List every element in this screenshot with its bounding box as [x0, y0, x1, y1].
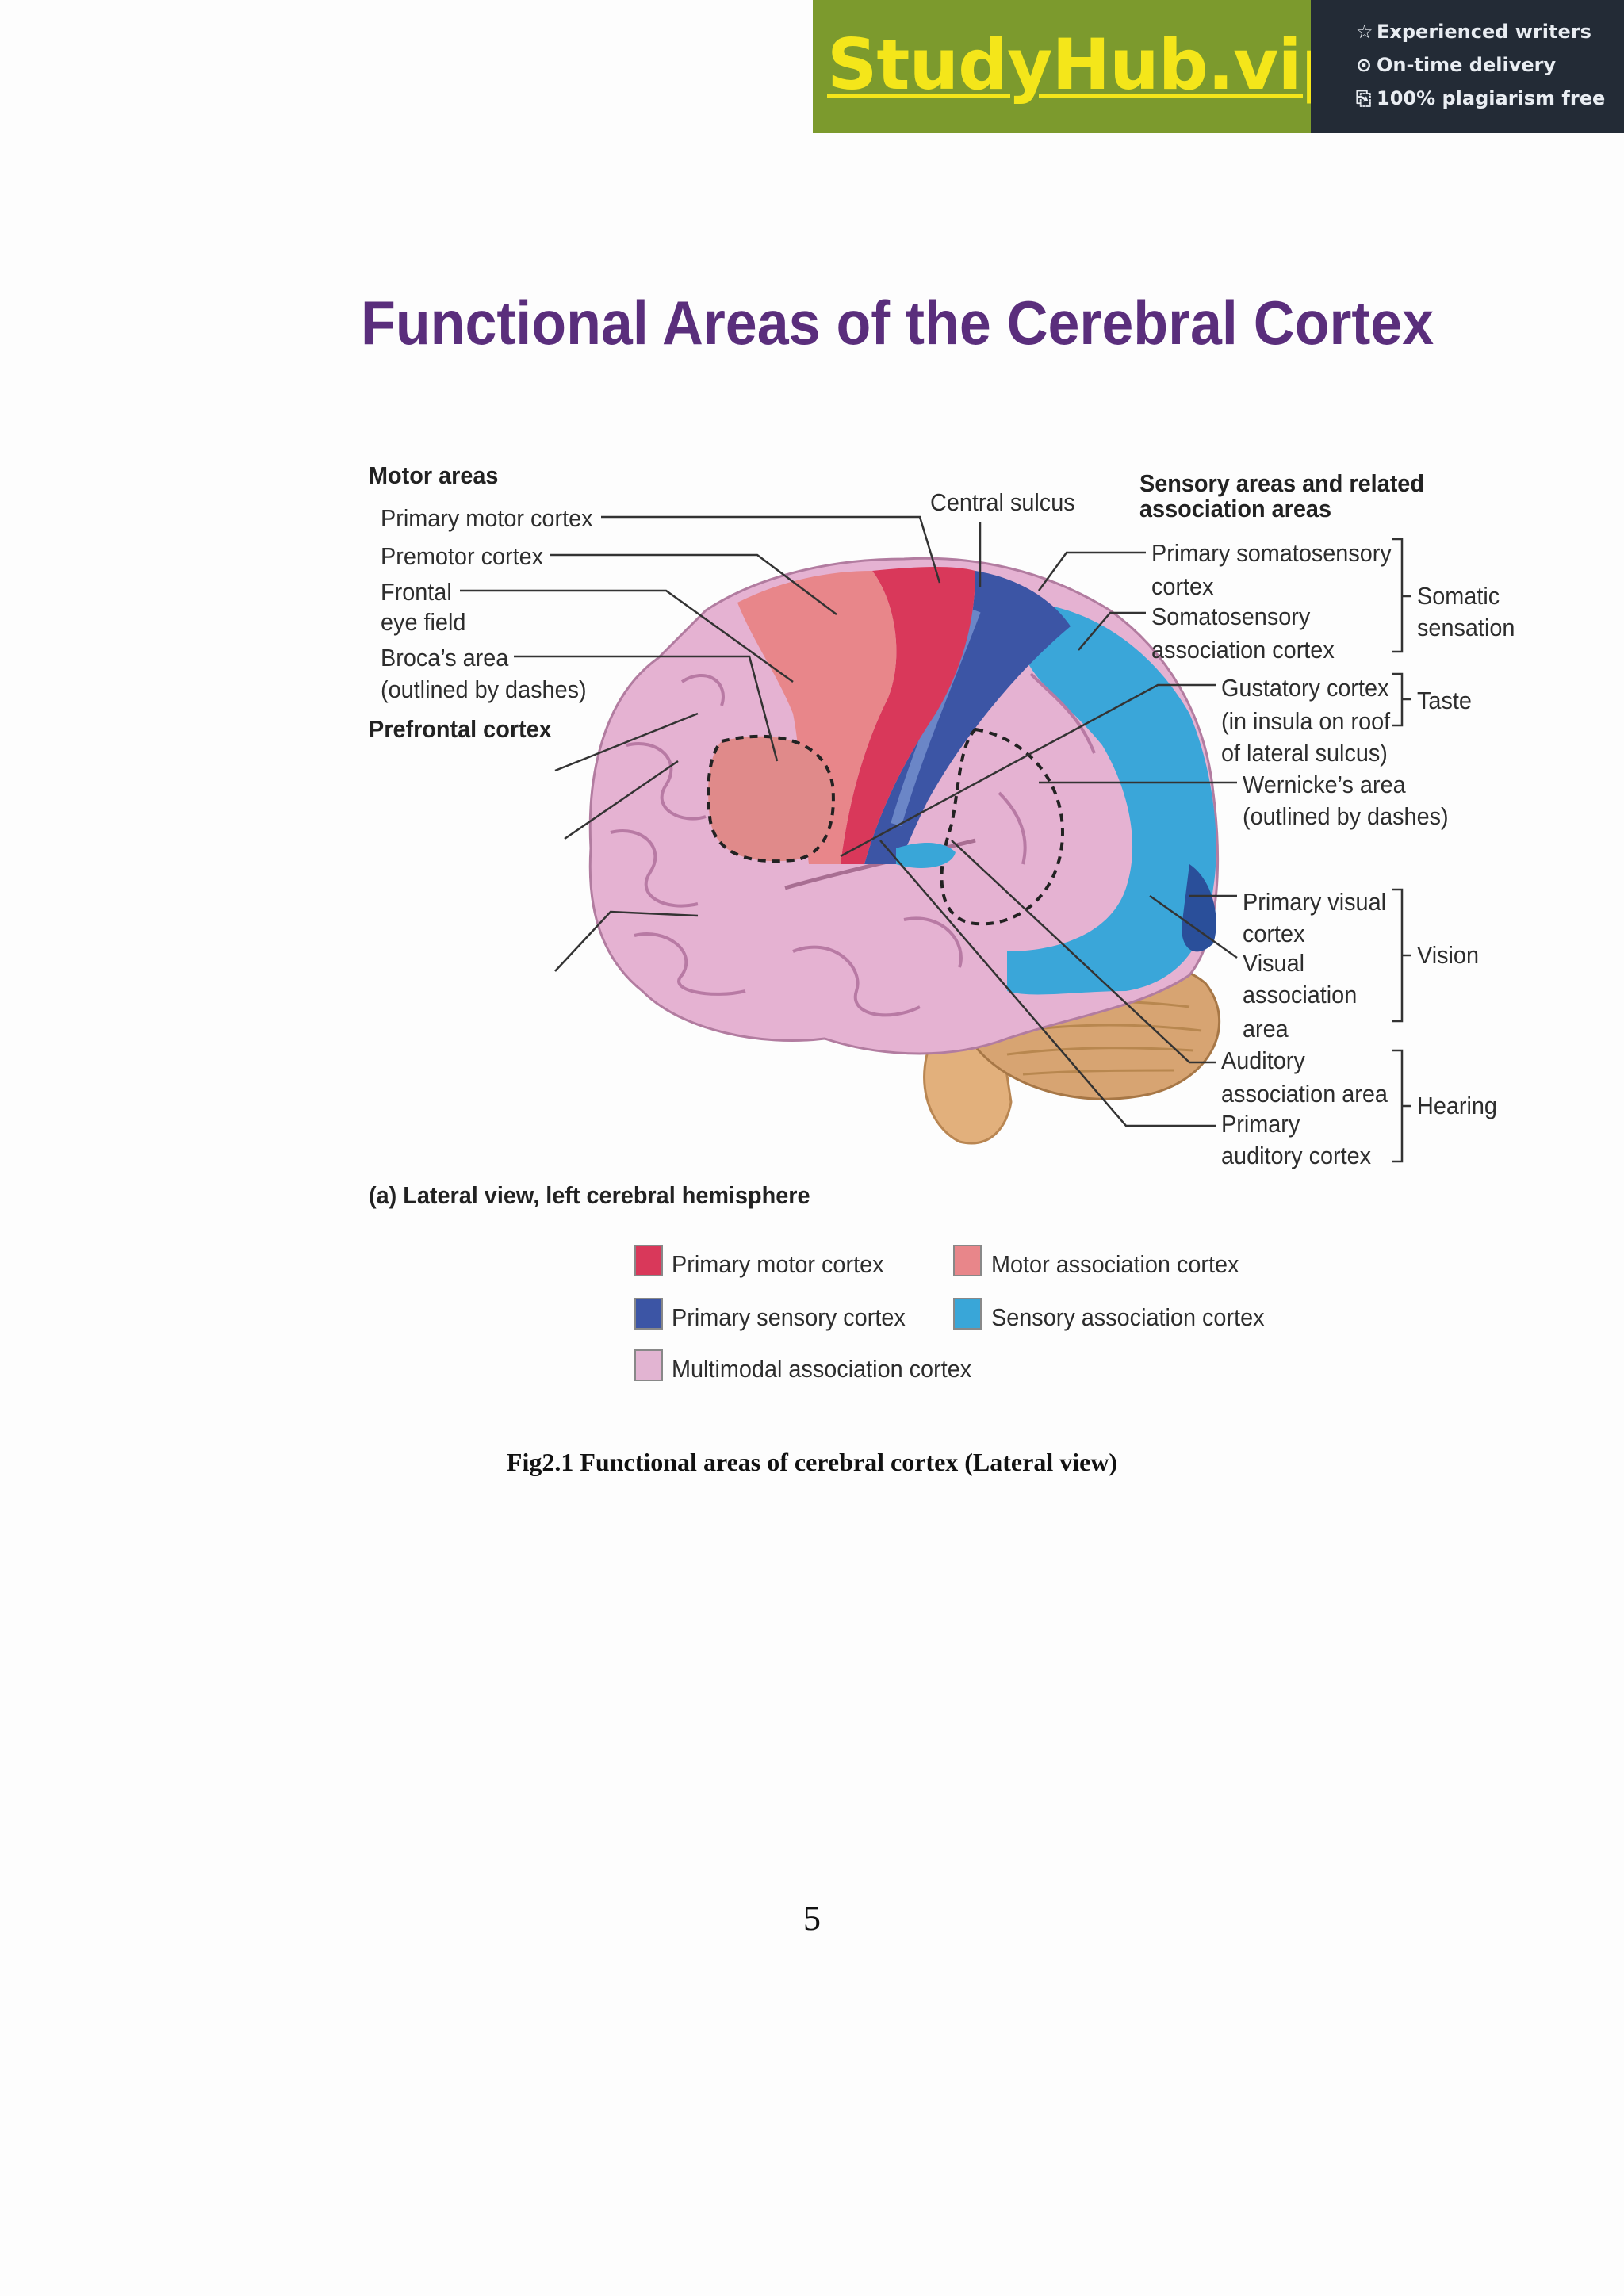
- line-frontal-eye: [460, 589, 794, 683]
- wernicke-area-outline: [940, 727, 1065, 926]
- feature-experienced-writers: ☆Experienced writers: [1356, 21, 1591, 43]
- line-somato-assoc: [1078, 611, 1146, 651]
- line-primary-auditory: [879, 840, 1216, 1127]
- label-primary-somatosensory-1: Primary somatosensory: [1151, 539, 1392, 567]
- group-hearing: Hearing: [1417, 1092, 1497, 1119]
- line-primary-motor: [601, 515, 941, 584]
- feature-on-time-delivery: ⊙On-time delivery: [1356, 54, 1557, 76]
- legend-label-multimodal: Multimodal association cortex: [672, 1355, 972, 1383]
- label-auditory-assoc-2: association area: [1221, 1080, 1388, 1108]
- motor-association-region: [737, 571, 897, 864]
- page-number: 5: [803, 1899, 821, 1938]
- sensory-heading-1: Sensory areas and related: [1139, 469, 1424, 497]
- label-prefrontal-cortex: Prefrontal cortex: [369, 715, 552, 743]
- line-visual-assoc: [1149, 894, 1238, 959]
- line-prefrontal-2: [564, 760, 679, 840]
- label-primary-motor-cortex: Primary motor cortex: [381, 504, 593, 532]
- legend-label-primary-motor: Primary motor cortex: [672, 1250, 884, 1278]
- document-copy-icon: ⎘: [1356, 87, 1372, 109]
- line-prefrontal-1: [554, 712, 699, 772]
- primary-motor-strip: [841, 567, 975, 864]
- figure-caption: Fig2.1 Functional areas of cerebral cort…: [506, 1448, 1118, 1476]
- sensory-association-region: [1007, 603, 1216, 995]
- label-auditory-assoc-1: Auditory: [1221, 1047, 1305, 1074]
- motor-areas-heading: Motor areas: [369, 461, 499, 489]
- label-wernicke-2: (outlined by dashes): [1243, 802, 1449, 830]
- group-taste: Taste: [1417, 687, 1472, 714]
- figure-title: Functional Areas of the Cerebral Cortex: [361, 288, 1434, 358]
- label-gustatory-3: of lateral sulcus): [1221, 739, 1388, 767]
- label-visual-assoc-1: Visual: [1243, 949, 1305, 977]
- star-icon: ☆: [1356, 21, 1373, 43]
- clock-icon: ⊙: [1356, 54, 1373, 76]
- label-visual-assoc-2: association: [1243, 981, 1358, 1008]
- legend-label-motor-association: Motor association cortex: [991, 1250, 1239, 1278]
- studyhub-banner[interactable]: StudyHub.vip ☆Experienced writers ⊙On-ti…: [813, 0, 1624, 133]
- studyhub-logo[interactable]: StudyHub.vip: [827, 24, 1351, 105]
- label-primary-visual-1: Primary visual: [1243, 888, 1387, 916]
- gustatory-region: [896, 843, 956, 868]
- legend-swatch-primary-motor: [634, 1245, 663, 1276]
- label-somatosensory-assoc-1: Somatosensory: [1151, 603, 1311, 630]
- line-primary-somato: [1037, 551, 1146, 591]
- legend-label-sensory-association: Sensory association cortex: [991, 1303, 1265, 1331]
- bracket-vision: [1392, 888, 1411, 1023]
- line-auditory-assoc: [951, 840, 1216, 1064]
- line-prefrontal-3: [554, 910, 699, 972]
- feature-plagiarism-free: ⎘100% plagiarism free: [1356, 87, 1606, 109]
- group-somatic-1: Somatic: [1417, 582, 1500, 610]
- broca-area-outline: [707, 734, 835, 863]
- primary-sensory-strip: [864, 571, 1071, 864]
- label-somatosensory-assoc-2: association cortex: [1151, 636, 1335, 664]
- line-premotor: [550, 553, 837, 615]
- label-primary-visual-2: cortex: [1243, 920, 1305, 947]
- line-gustatory: [840, 683, 1216, 858]
- label-frontal-eye-field-2: eye field: [381, 608, 466, 636]
- banner-features-panel: [1311, 0, 1624, 133]
- bracket-taste: [1392, 672, 1411, 727]
- label-primary-auditory-1: Primary: [1221, 1110, 1300, 1138]
- bracket-somatic: [1392, 538, 1411, 653]
- label-broca-area-2: (outlined by dashes): [381, 675, 587, 703]
- label-broca-area-1: Broca’s area: [381, 644, 509, 672]
- label-gustatory-1: Gustatory cortex: [1221, 674, 1389, 702]
- label-gustatory-2: (in insula on roof: [1221, 707, 1391, 735]
- legend-swatch-primary-sensory: [634, 1298, 663, 1330]
- label-primary-somatosensory-2: cortex: [1151, 572, 1214, 600]
- legend-swatch-multimodal: [634, 1349, 663, 1381]
- label-wernicke-1: Wernicke’s area: [1243, 771, 1406, 798]
- label-visual-assoc-3: area: [1243, 1015, 1289, 1043]
- gyri-folds: [610, 672, 1096, 1017]
- label-premotor-cortex: Premotor cortex: [381, 542, 544, 570]
- view-label: (a) Lateral view, left cerebral hemisphe…: [369, 1181, 810, 1209]
- legend-label-primary-sensory: Primary sensory cortex: [672, 1303, 906, 1331]
- group-somatic-2: sensation: [1417, 614, 1515, 641]
- legend-swatch-sensory-association: [953, 1298, 982, 1330]
- label-primary-auditory-2: auditory cortex: [1221, 1142, 1372, 1169]
- line-broca: [514, 655, 779, 762]
- label-frontal-eye-field-1: Frontal: [381, 578, 452, 606]
- group-vision: Vision: [1417, 941, 1480, 969]
- label-central-sulcus: Central sulcus: [930, 488, 1075, 516]
- sensory-heading-2: association areas: [1139, 495, 1331, 522]
- primary-visual-region: [1182, 864, 1216, 952]
- legend-swatch-motor-association: [953, 1245, 982, 1276]
- bracket-hearing: [1392, 1049, 1411, 1163]
- leader-lines: [460, 515, 1411, 1163]
- banner-brand-panel: StudyHub.vip: [813, 0, 1351, 133]
